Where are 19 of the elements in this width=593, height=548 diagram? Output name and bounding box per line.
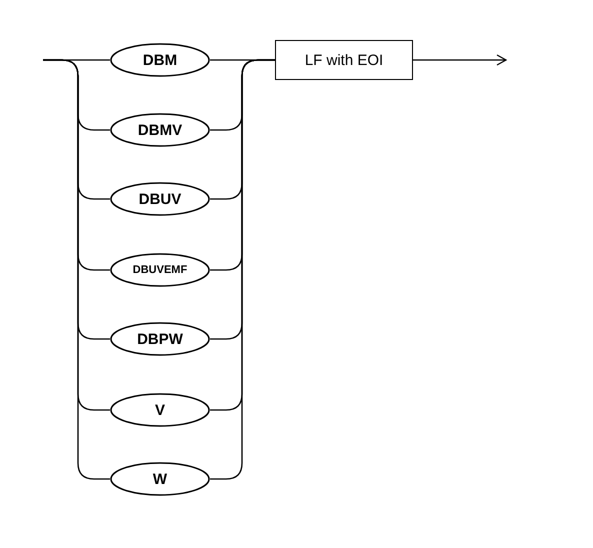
arrow (413, 54, 507, 66)
keyword-ellipse (110, 393, 210, 427)
connector-line (210, 59, 275, 480)
keyword-ellipse (110, 462, 210, 496)
keyword-ellipse (110, 322, 210, 356)
keyword-ellipse (110, 43, 210, 77)
process-box (275, 40, 413, 80)
keyword-label: DBUV (138, 190, 182, 208)
connector-line (43, 59, 110, 480)
keyword-label: DBM (142, 52, 178, 68)
keyword-ellipse (110, 182, 210, 216)
box-label: LF with EOI (304, 52, 384, 68)
keyword-label: DBUVEMF (132, 264, 188, 276)
keyword-ellipse (110, 113, 210, 147)
keyword-ellipse (110, 253, 210, 287)
keyword-label: DBMV (138, 122, 182, 138)
keyword-label: DBPW (137, 330, 183, 348)
keyword-label: W (152, 470, 168, 488)
keyword-label: V (154, 402, 165, 418)
